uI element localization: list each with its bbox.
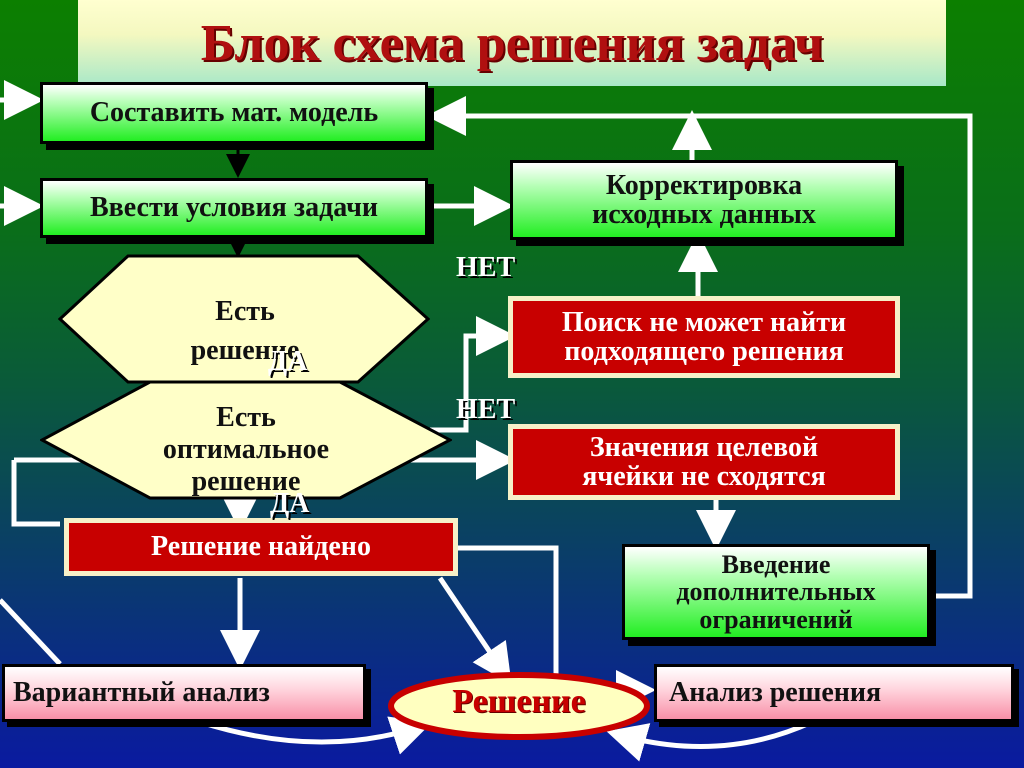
decision-has-optimal <box>40 380 452 500</box>
box-solution-found: Решение найдено <box>64 518 458 576</box>
label-no-1: НЕТ <box>456 252 516 283</box>
box-enter-conditions: Ввести условия задачи <box>40 178 428 238</box>
solution-oval-text: Решение <box>452 683 586 720</box>
decision-has-solution-text: Есть решение <box>190 296 300 367</box>
label-yes-1: ДА <box>268 346 308 377</box>
solution-oval <box>388 672 650 740</box>
box-solution-analysis: Анализ решения <box>654 664 1014 722</box>
title-bar: Блок схема решения задач <box>78 0 946 86</box>
box-variant-analysis: Вариантный анализ <box>2 664 366 722</box>
label-yes-2: ДА <box>270 488 310 519</box>
box-not-found: Поиск не может найти подходящего решения <box>508 296 900 378</box>
page-title: Блок схема решения задач <box>200 15 824 72</box>
label-no-2: НЕТ <box>456 394 516 425</box>
box-make-model: Составить мат. модель <box>40 82 428 144</box>
box-extra-constraints: Введение дополнительных ограничений <box>622 544 930 640</box>
box-correction: Корректировка исходных данных <box>510 160 898 240</box>
decision-has-optimal-text: Есть оптимальное решение <box>162 402 330 498</box>
decision-has-solution <box>58 254 430 384</box>
box-not-converge: Значения целевой ячейки не сходятся <box>508 424 900 500</box>
